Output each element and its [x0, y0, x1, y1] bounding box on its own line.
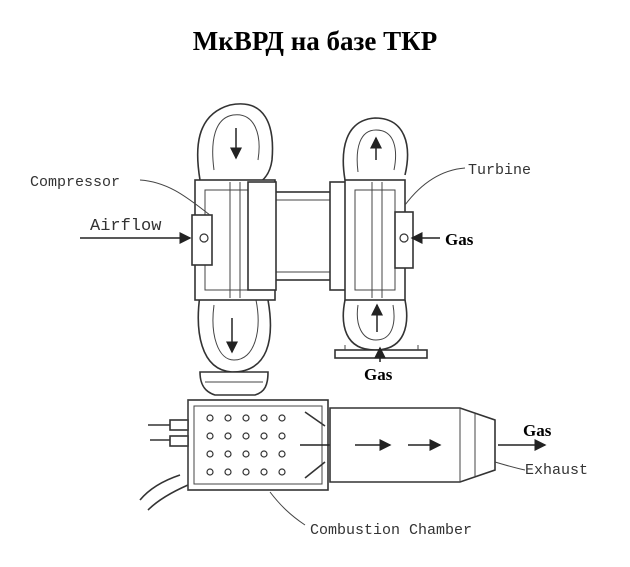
- shaft-housing: [247, 181, 361, 291]
- label-gas-bottom: Gas: [364, 365, 393, 384]
- compressor-leader: [139, 179, 211, 216]
- liner-holes: [206, 414, 286, 476]
- combustion-chamber: [139, 399, 342, 511]
- label-turbine: Turbine: [468, 162, 531, 179]
- flow-arrows: [80, 232, 440, 362]
- label-compressor: Compressor: [30, 174, 120, 191]
- turbine-housing: [334, 117, 428, 359]
- label-combustion-chamber: Combustion Chamber: [310, 522, 472, 539]
- turbine-leader: [404, 167, 466, 206]
- diagram-title: МкВРД на базе ТКР: [192, 26, 438, 56]
- label-gas-turbine-inlet: Gas: [445, 230, 474, 249]
- label-exhaust: Exhaust: [525, 462, 588, 479]
- label-gas-exhaust: Gas: [523, 421, 552, 440]
- label-airflow: Airflow: [90, 217, 162, 236]
- transfer-duct: [199, 371, 269, 396]
- exhaust-nozzle: [329, 407, 547, 483]
- combustion-leader: [269, 491, 306, 526]
- exhaust-leader: [494, 461, 526, 471]
